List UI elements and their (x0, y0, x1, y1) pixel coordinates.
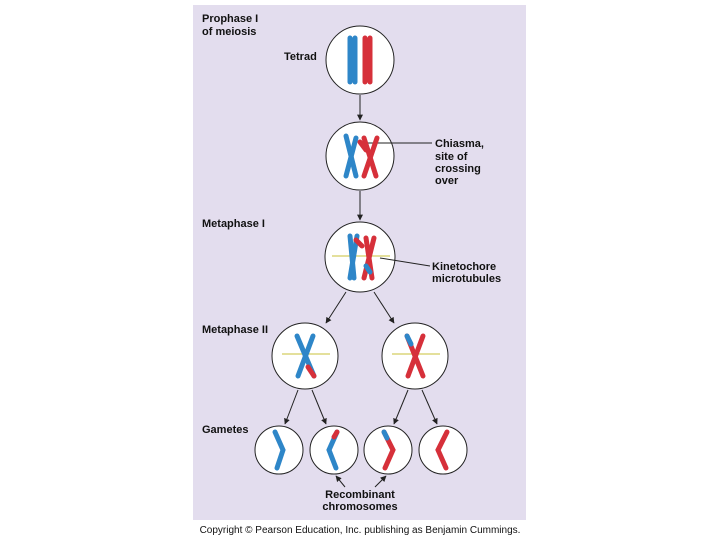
gamete-2-chromosome (326, 429, 340, 471)
cell-gamete-3 (363, 425, 413, 475)
tetrad-chromosomes (347, 35, 373, 85)
label-chiasma-line2: site of (435, 151, 468, 163)
arrow-gamete-3 (393, 389, 409, 425)
label-recombinant-line1: Recombinant (325, 489, 395, 501)
cell-gamete-4 (418, 425, 468, 475)
cell-tetrad (325, 25, 395, 95)
label-metaphase-2: Metaphase II (202, 324, 268, 336)
label-chiasma-line3: crossing (435, 163, 481, 175)
label-kinetochore-line1: Kinetochore (432, 261, 496, 273)
arrow-metaphase-right (373, 291, 395, 324)
kinetochore-pointer (379, 257, 431, 267)
arrow-metaphase-left (325, 291, 347, 324)
label-chiasma-line1: Chiasma, (435, 138, 484, 150)
metaphase-2-left-chromosome (294, 333, 317, 379)
label-gametes: Gametes (202, 424, 248, 436)
metaphase-1-chromosomes (347, 233, 377, 281)
arrow-recombinant-right (374, 475, 387, 488)
label-recombinant-line2: chromosomes (322, 501, 397, 513)
gamete-4-chromosome (435, 429, 450, 471)
copyright-notice: Copyright © Pearson Education, Inc. publ… (199, 525, 521, 536)
label-metaphase-1: Metaphase I (202, 218, 265, 230)
arrow-gamete-4 (421, 389, 438, 425)
arrow-recombinant-left (335, 475, 346, 488)
chiasma-chromosomes (343, 133, 380, 179)
cell-chiasma (325, 121, 395, 191)
label-tetrad: Tetrad (284, 51, 317, 63)
label-prophase-line1: Prophase I (202, 13, 258, 25)
cell-metaphase-1 (324, 221, 396, 293)
label-prophase-line2: of meiosis (202, 26, 256, 38)
cell-gamete-1 (254, 425, 304, 475)
arrow-gamete-1 (284, 389, 299, 425)
cell-gamete-2 (309, 425, 359, 475)
arrow-gamete-2 (311, 389, 327, 425)
metaphase-2-right-chromosome (404, 333, 426, 379)
gamete-3-chromosome (381, 429, 396, 471)
label-kinetochore-line2: microtubules (432, 273, 501, 285)
label-chiasma-line4: over (435, 175, 459, 187)
gamete-1-chromosome (272, 429, 286, 471)
